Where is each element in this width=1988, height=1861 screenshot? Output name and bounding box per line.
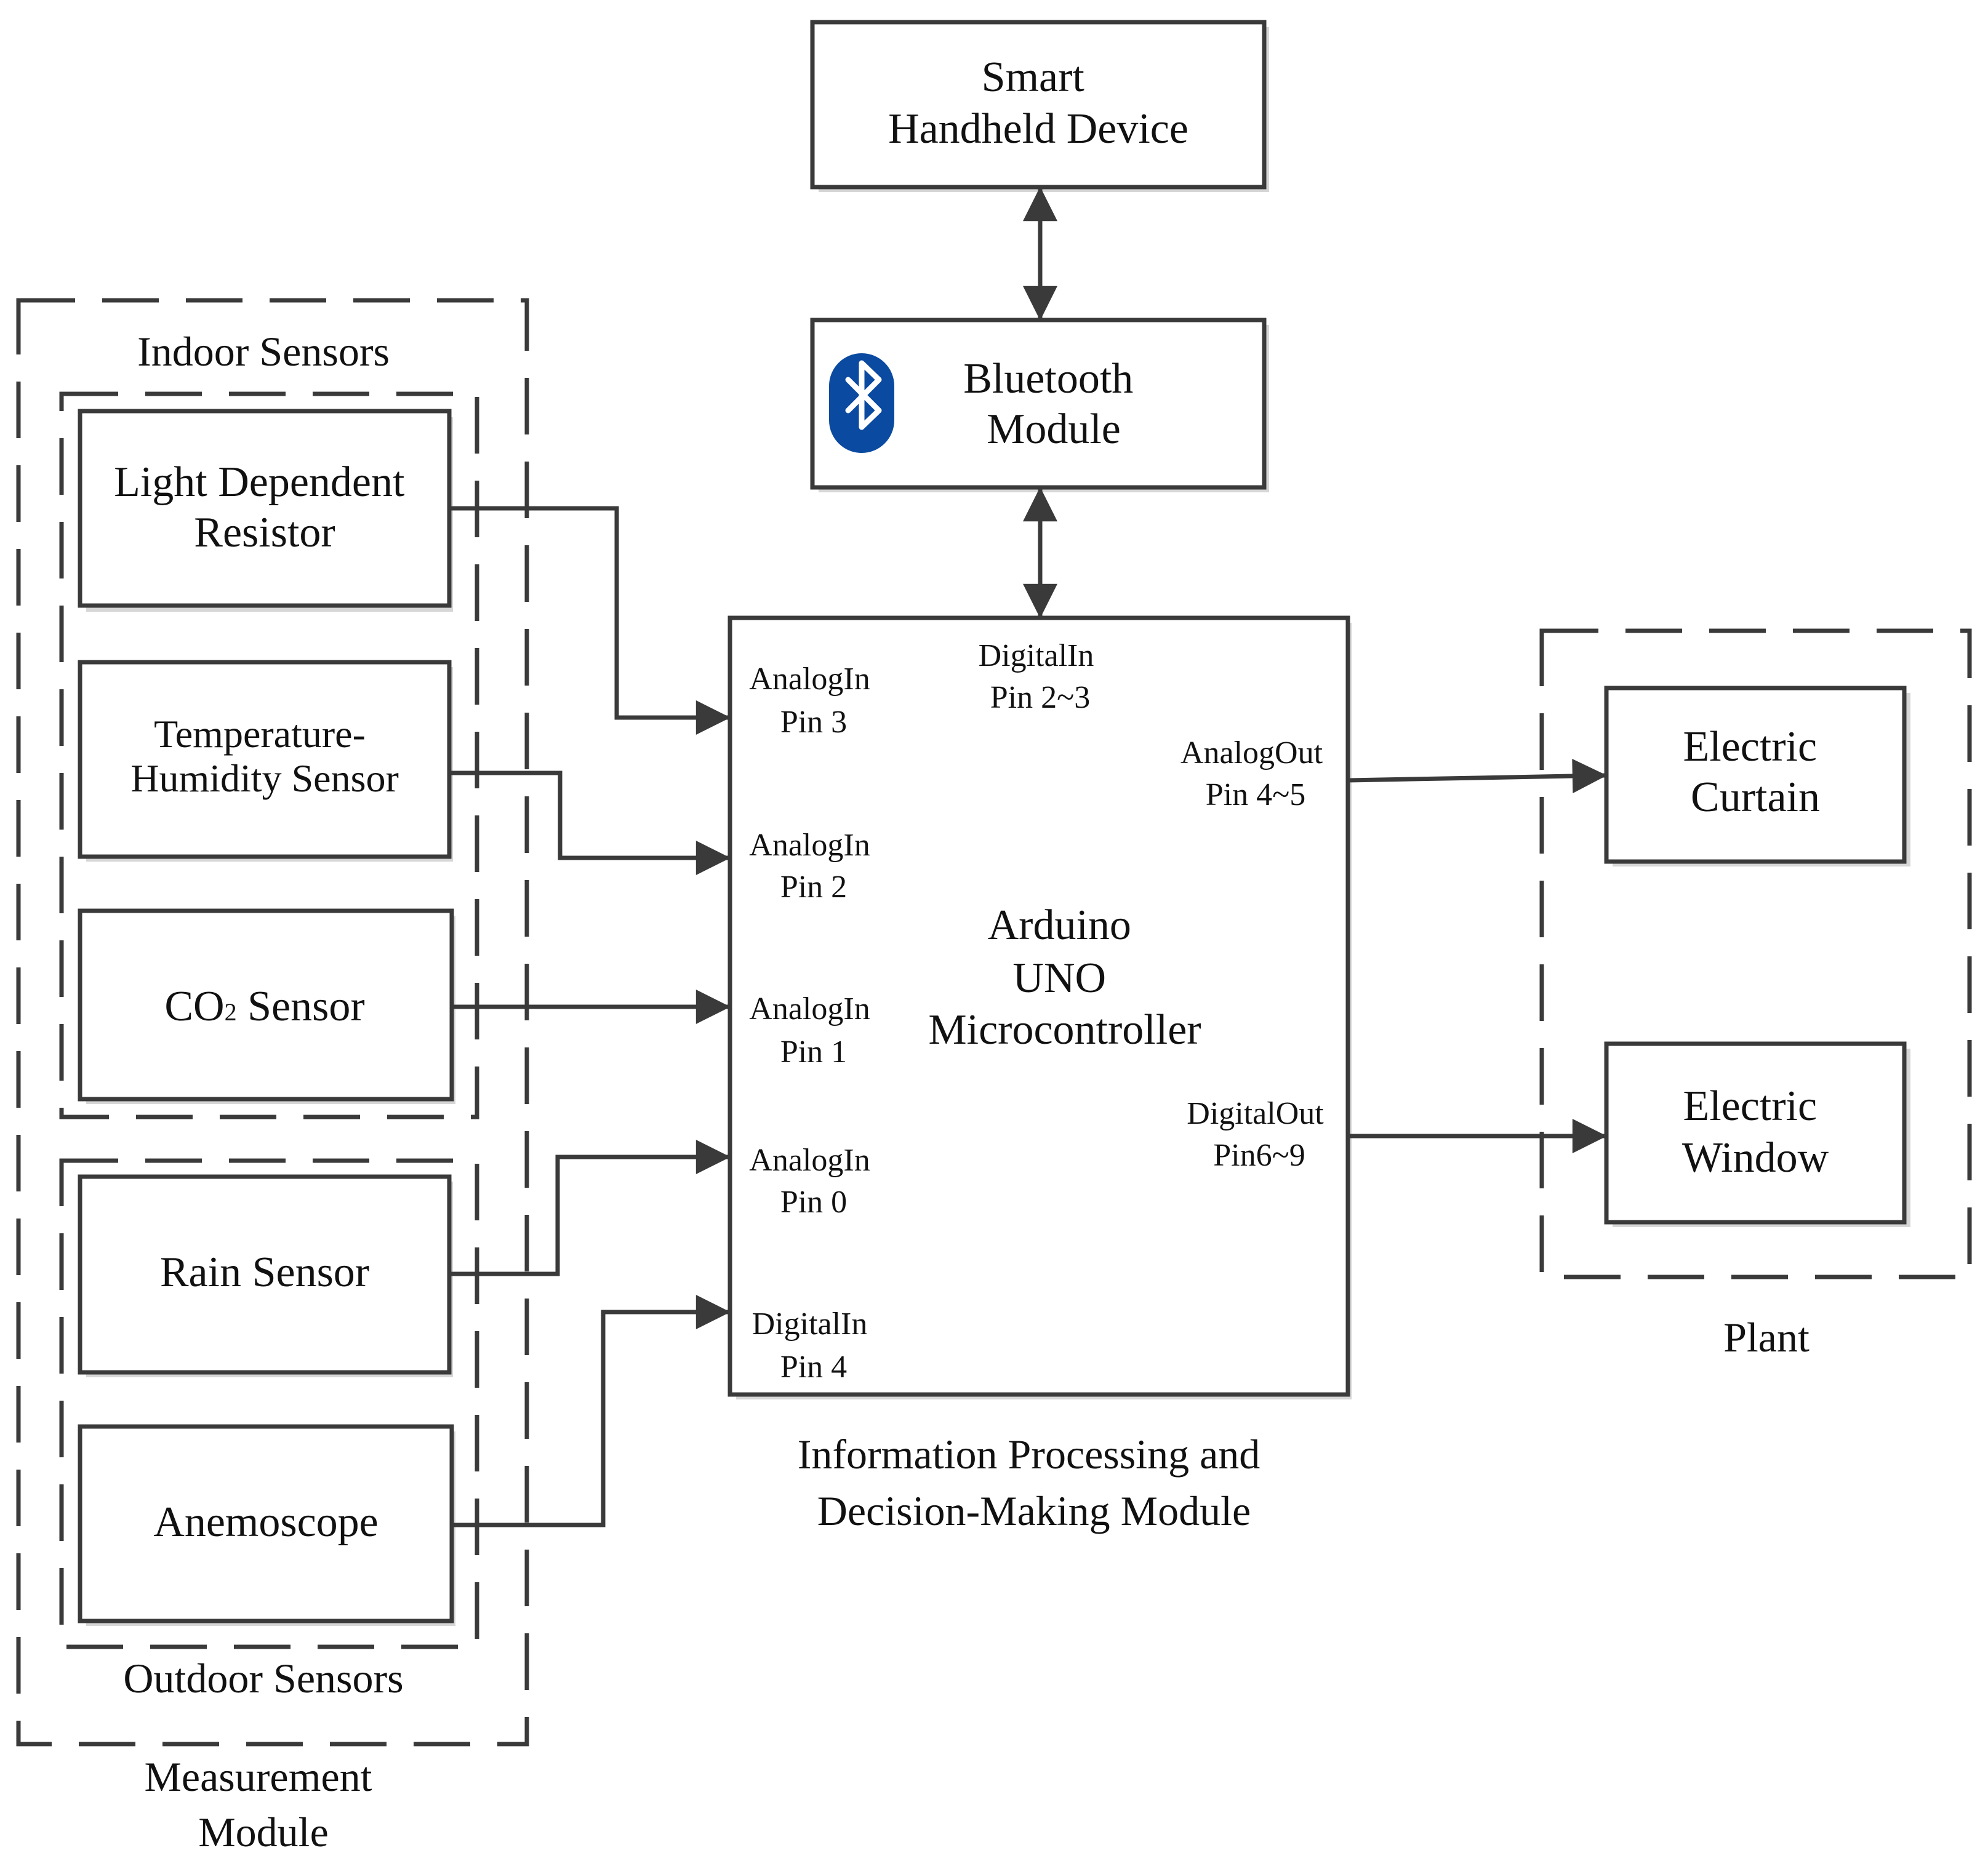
pin-label-digitalin-2-3: DigitalIn Pin 2~3 bbox=[979, 638, 1102, 715]
electric-window-label: Electric Window bbox=[1682, 1083, 1829, 1182]
electric-window-block bbox=[1604, 1041, 1907, 1225]
outdoor-sensors-frame bbox=[59, 1158, 479, 1649]
temperature-humidity-sensor-block bbox=[78, 660, 452, 859]
bluetooth-module-label: Bluetooth Module bbox=[963, 355, 1144, 453]
arduino-uno-block bbox=[727, 615, 1350, 1397]
electric-curtain-label: Electric Curtain bbox=[1683, 723, 1827, 821]
smart-handheld-device-label: Smart Handheld Device bbox=[888, 54, 1188, 153]
co2-sensor-label: CO2 Sensor bbox=[164, 983, 364, 1030]
light-dependent-resistor-label: Light Dependent Resistor bbox=[114, 458, 415, 556]
pin-label-digitalout-6-9: DigitalOut Pin6~9 bbox=[1187, 1096, 1331, 1173]
pin-label-digitalin-4: DigitalIn Pin 4 bbox=[752, 1307, 876, 1385]
anemoscope-label: Anemoscope bbox=[153, 1499, 378, 1546]
pin-label-analogout-4-5: AnalogOut Pin 4~5 bbox=[1180, 735, 1331, 812]
pin-label-analogin-2: AnalogIn Pin 2 bbox=[749, 828, 878, 905]
connector-analogout-to-curtain bbox=[1347, 759, 1607, 794]
light-dependent-resistor-block bbox=[78, 409, 452, 608]
processing-module-label: Information Processing and Decision-Maki… bbox=[798, 1431, 1271, 1534]
smart-handheld-device-block bbox=[810, 20, 1267, 190]
connector-temp-humidity-to-analogin-2 bbox=[449, 770, 731, 875]
pin-label-analogin-3: AnalogIn Pin 3 bbox=[749, 662, 878, 740]
measurement-module-label: Measurement Module bbox=[144, 1753, 382, 1855]
electric-curtain-block bbox=[1604, 686, 1907, 864]
pin-label-analogin-1: AnalogIn Pin 1 bbox=[749, 991, 878, 1070]
indoor-sensors-label: Indoor Sensors bbox=[137, 328, 390, 375]
pin-label-analogin-0: AnalogIn Pin 0 bbox=[749, 1143, 878, 1220]
connector-anemoscope-to-digitalin-4 bbox=[452, 1295, 731, 1527]
co2-sensor-block bbox=[78, 908, 454, 1102]
temperature-humidity-sensor-label: Temperature- Humidity Sensor bbox=[130, 712, 399, 800]
rain-sensor-block bbox=[78, 1174, 452, 1375]
connector-rain-to-analogin-0 bbox=[449, 1140, 731, 1276]
arduino-uno-label: Arduino UNO Microcontroller bbox=[928, 902, 1201, 1054]
plant-label: Plant bbox=[1723, 1314, 1810, 1361]
indoor-sensors-frame bbox=[59, 391, 479, 1119]
anemoscope-block bbox=[78, 1424, 454, 1623]
rain-sensor-label: Rain Sensor bbox=[160, 1249, 369, 1296]
outdoor-sensors-label: Outdoor Sensors bbox=[123, 1655, 403, 1702]
bluetooth-icon bbox=[829, 353, 894, 453]
connector-ldr-to-analogin-3 bbox=[449, 506, 731, 735]
measurement-module-frame bbox=[16, 298, 529, 1747]
plant-frame bbox=[1539, 628, 1972, 1279]
